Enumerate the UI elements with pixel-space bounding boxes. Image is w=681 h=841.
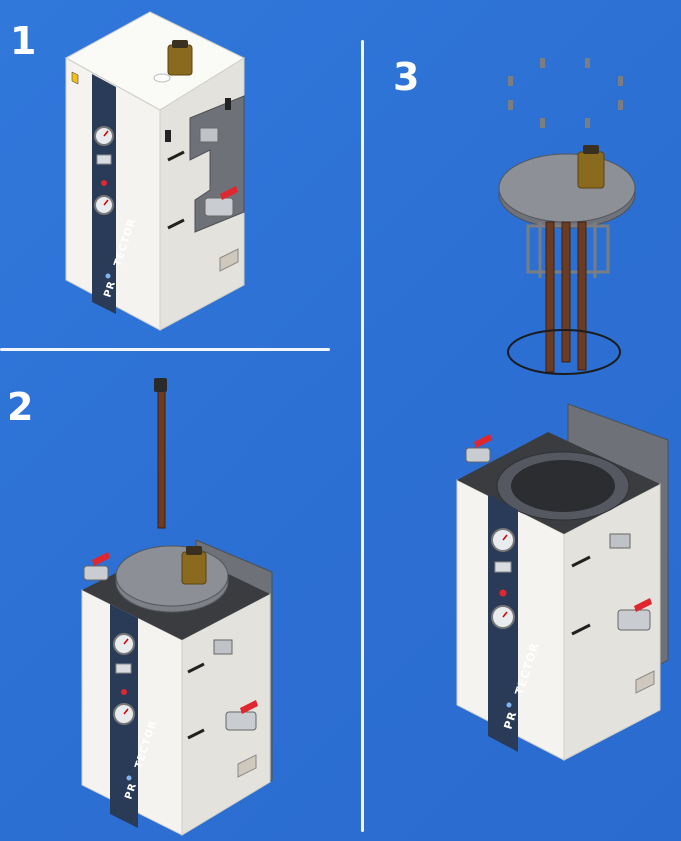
screws — [508, 58, 623, 128]
